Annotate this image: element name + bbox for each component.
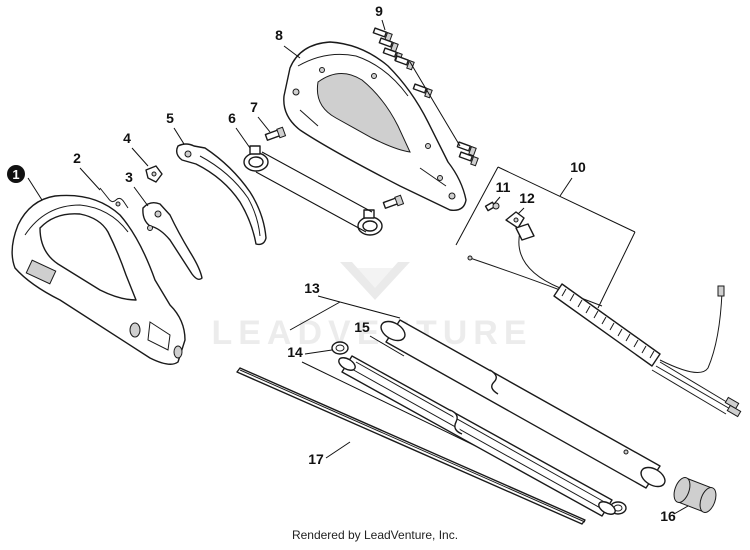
- callout-1-label: 1: [12, 167, 19, 182]
- callout-2[interactable]: 2: [73, 150, 101, 191]
- watermark-logo-icon: [340, 262, 410, 300]
- part-9-screw[interactable]: [378, 37, 399, 53]
- callout-3[interactable]: 3: [125, 169, 149, 207]
- callout-10-label: 10: [570, 159, 586, 175]
- callout-14-label: 14: [287, 344, 303, 360]
- callout-17-label: 17: [308, 451, 324, 467]
- callout-1[interactable]: 1: [7, 165, 43, 201]
- part-4-clip[interactable]: [145, 165, 163, 183]
- part-14-retaining-ring-upper[interactable]: [331, 341, 349, 355]
- callout-3-label: 3: [125, 169, 133, 185]
- part-9-screw-set[interactable]: [372, 27, 479, 167]
- callout-8[interactable]: 8: [275, 27, 301, 59]
- callout-13[interactable]: 13: [289, 280, 401, 331]
- part-9-screw[interactable]: [412, 83, 433, 99]
- callout-9-label: 9: [375, 3, 383, 19]
- callout-6-label: 6: [228, 110, 236, 126]
- part-11-screw[interactable]: [484, 201, 500, 212]
- callout-2-label: 2: [73, 150, 81, 166]
- part-7-screw-lower[interactable]: [382, 194, 405, 209]
- part-9-screw[interactable]: [456, 141, 477, 157]
- part-5-lockout-lever[interactable]: [175, 143, 267, 246]
- callout-7-label: 7: [250, 99, 258, 115]
- callout-12-label: 12: [519, 190, 535, 206]
- callout-5[interactable]: 5: [166, 110, 185, 145]
- part-13-outer-shaft[interactable]: [378, 318, 669, 491]
- group-10-bracket: [455, 166, 636, 309]
- callout-6[interactable]: 6: [228, 110, 251, 149]
- callout-10[interactable]: 10: [559, 159, 586, 197]
- callout-8-label: 8: [275, 27, 283, 43]
- part-9-screw[interactable]: [394, 55, 415, 71]
- part-2-spring[interactable]: [99, 187, 129, 209]
- footer-credit: Rendered by LeadVenture, Inc.: [291, 528, 459, 542]
- callout-16-label: 16: [660, 508, 676, 524]
- watermark-text: LEADVENTURE: [211, 314, 532, 352]
- part-7-screw-upper[interactable]: [264, 126, 287, 141]
- callout-12[interactable]: 12: [517, 190, 535, 215]
- callout-11[interactable]: 11: [493, 179, 511, 205]
- part-10-throttle-cable[interactable]: [467, 223, 742, 418]
- part-3-throttle-trigger[interactable]: [142, 201, 203, 281]
- part-6-clamp-lower[interactable]: [357, 209, 383, 236]
- callout-15-label: 15: [354, 319, 370, 335]
- clamp-connector-lines: [255, 151, 373, 233]
- callout-4[interactable]: 4: [123, 130, 149, 167]
- leadventure-watermark: LEADVENTURE: [211, 262, 532, 352]
- part-6-clamp-upper[interactable]: [243, 145, 269, 172]
- callout-17[interactable]: 17: [308, 441, 351, 467]
- part-8-handle-cover[interactable]: [283, 41, 467, 211]
- part-17-drive-shaft[interactable]: [236, 367, 586, 525]
- callout-11-label: 11: [496, 179, 511, 195]
- part-15-liner[interactable]: [337, 355, 618, 517]
- part-16-bushing[interactable]: [671, 475, 719, 514]
- callout-7[interactable]: 7: [250, 99, 271, 133]
- part-9-screw[interactable]: [458, 151, 479, 167]
- cable-spiral-sheath: [553, 283, 661, 367]
- callout-5-label: 5: [166, 110, 174, 126]
- callout-15[interactable]: 15: [354, 319, 405, 357]
- part-12-cable-clip[interactable]: [505, 211, 525, 229]
- part-9-screw[interactable]: [372, 27, 393, 43]
- callout-4-label: 4: [123, 130, 131, 146]
- callout-16[interactable]: 16: [660, 505, 689, 524]
- callout-13-label: 13: [304, 280, 320, 296]
- part-1-handle-housing[interactable]: [11, 194, 186, 365]
- callout-9[interactable]: 9: [375, 3, 461, 147]
